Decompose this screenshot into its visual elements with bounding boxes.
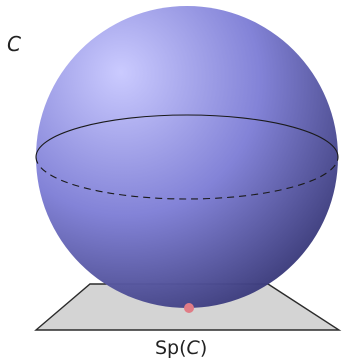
equator-back-dashed [35,156,339,200]
spectrum-label-prefix: Sp( [155,337,187,359]
object-label: C [7,32,21,56]
tangent-point [184,303,194,313]
spectrum-label-arg: C [187,337,201,359]
spectrum-label-suffix: ) [200,337,207,359]
spectrum-label: Sp(C) [155,337,207,359]
equator-front-solid [35,114,339,158]
sphere [36,6,338,308]
